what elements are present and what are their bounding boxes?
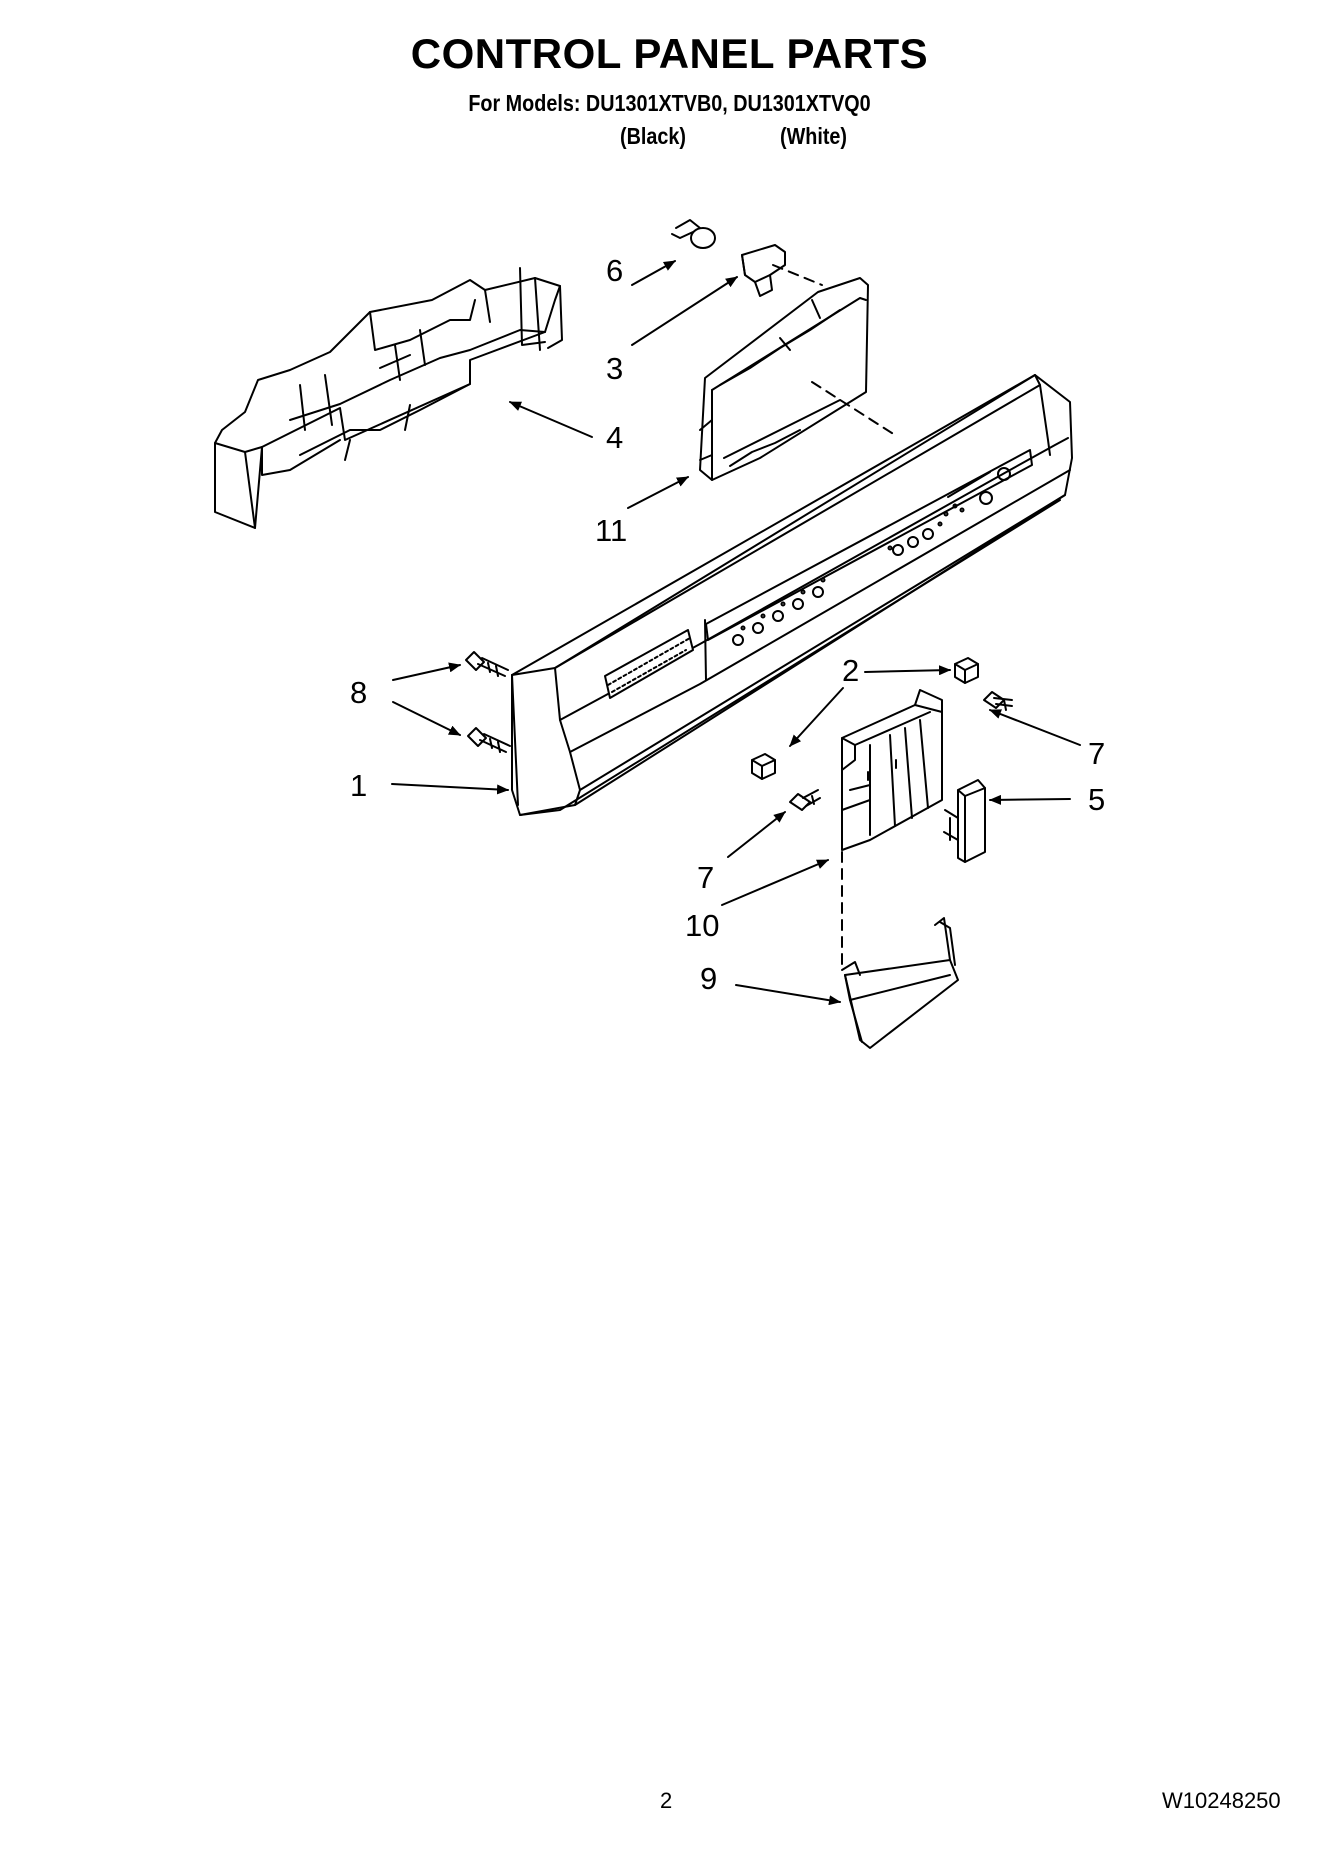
part-5-small-bracket xyxy=(943,779,986,863)
part-6-sensor xyxy=(671,219,716,249)
callout-11: 11 xyxy=(595,513,628,548)
callout-10: 10 xyxy=(685,908,720,943)
part-7-screws xyxy=(789,691,1013,811)
color-label-white: (White) xyxy=(780,123,848,149)
page-title: CONTROL PANEL PARTS xyxy=(410,30,929,77)
callout-7-left: 7 xyxy=(697,860,715,895)
callout-7-right: 7 xyxy=(1088,736,1106,771)
part-1-console-panel xyxy=(511,374,1073,816)
color-label-black: (Black) xyxy=(620,123,686,149)
callout-1: 1 xyxy=(350,768,368,803)
document-number: W10248250 xyxy=(1162,1788,1281,1813)
part-9-cover xyxy=(841,917,959,1049)
callout-8: 8 xyxy=(350,675,368,710)
callout-6: 6 xyxy=(606,253,624,288)
leader-lines xyxy=(391,260,1081,1006)
part-4-upper-bracket xyxy=(214,267,563,529)
part-10-mounting-bracket xyxy=(841,689,943,851)
part-8-screws xyxy=(465,651,511,753)
part-11-control-board xyxy=(699,277,869,481)
callout-3: 3 xyxy=(606,351,624,386)
part-3-clip xyxy=(741,244,786,297)
callout-9: 9 xyxy=(700,961,718,996)
callout-4: 4 xyxy=(606,420,624,455)
callout-5: 5 xyxy=(1088,782,1106,817)
page-number: 2 xyxy=(660,1788,673,1813)
part-2-clips xyxy=(751,657,979,780)
callout-2: 2 xyxy=(842,653,860,688)
models-line: For Models: DU1301XTVB0, DU1301XTVQ0 xyxy=(468,90,871,116)
